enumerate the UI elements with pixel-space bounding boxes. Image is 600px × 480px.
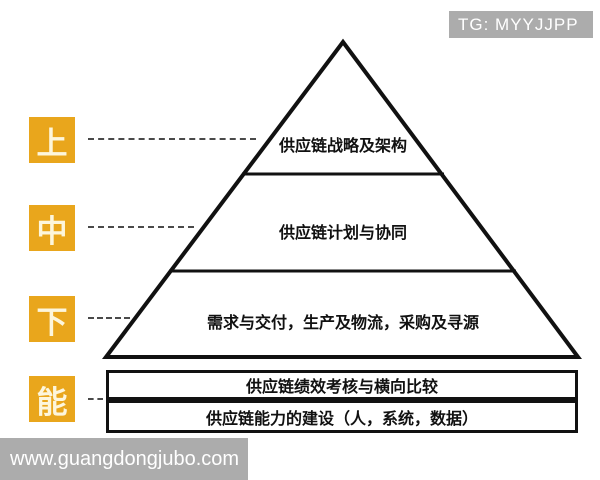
tier-label-execution: 需求与交付，生产及物流，采购及寻源	[206, 315, 479, 332]
level-square-bottom: 下	[29, 296, 75, 342]
tier-label-planning: 供应链计划与协同	[278, 225, 407, 242]
level-square-capability: 能	[29, 376, 75, 422]
dashed-connector-top	[88, 138, 256, 140]
level-square-middle: 中	[29, 205, 75, 251]
dashed-connector-middle	[88, 226, 194, 228]
tier-label-strategy: 供应链战略及架构	[278, 138, 407, 155]
pyramid-triangle	[101, 38, 582, 359]
tg-badge: TG: MYYJJPP	[449, 11, 593, 38]
dashed-connector-bottom	[88, 317, 130, 319]
foundation-box-capability: 供应链能力的建设（人，系统，数据）	[106, 400, 578, 433]
level-square-top: 上	[29, 117, 75, 163]
dashed-connector-capability	[88, 398, 103, 400]
watermark-url: www.guangdongjubo.com	[0, 438, 248, 480]
foundation-box-performance: 供应链绩效考核与横向比较	[106, 370, 578, 400]
